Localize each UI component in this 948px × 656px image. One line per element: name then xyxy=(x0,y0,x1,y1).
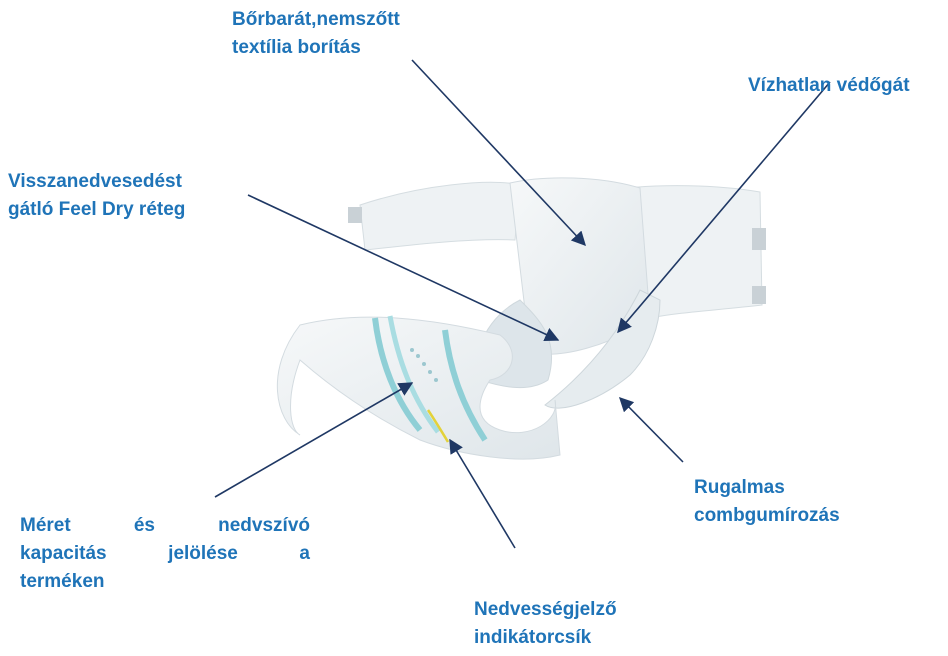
front-panel xyxy=(277,316,561,460)
teal-band-3 xyxy=(442,329,488,442)
pointer-arrows xyxy=(214,59,831,549)
tape-left xyxy=(348,207,362,223)
arrow-elastic xyxy=(618,396,684,463)
label-cover-line1: Bőrbarát,nemszőtt xyxy=(232,9,400,30)
label-feeldry-line1: Visszanedvesedést xyxy=(8,171,182,192)
label-size-line2: kapacitás jelölése a xyxy=(20,543,310,564)
label-feeldry-line2: gátló Feel Dry réteg xyxy=(8,199,186,220)
tape-right-top xyxy=(752,228,766,250)
label-indicator: Nedvességjelző indikátorcsík xyxy=(474,596,617,652)
tape-right-bottom xyxy=(752,286,766,304)
arrow-size xyxy=(214,382,414,498)
label-size: Méret és nedvszívó kapacitás jelölése a … xyxy=(20,512,310,596)
label-waterproof-line1: Vízhatlan védőgát xyxy=(748,75,910,96)
arrow-waterproof xyxy=(617,81,831,334)
size-marking xyxy=(410,348,438,382)
wetness-indicator-stripe xyxy=(426,409,450,443)
arrow-cover xyxy=(411,59,586,247)
label-feeldry: Visszanedvesedést gátló Feel Dry réteg xyxy=(8,168,185,224)
arrow-indicator xyxy=(449,438,516,549)
label-cover-line2: textília borítás xyxy=(232,37,361,58)
label-elastic-line1: Rugalmas xyxy=(694,477,785,498)
diaper-illustration xyxy=(277,177,766,460)
label-cover: Bőrbarát,nemszőtt textília borítás xyxy=(232,6,400,62)
label-size-line1: Méret és nedvszívó xyxy=(20,515,310,536)
teal-band-1 xyxy=(372,317,423,432)
label-size-line3: terméken xyxy=(20,571,105,592)
back-wing-left xyxy=(359,181,521,251)
label-indicator-line2: indikátorcsík xyxy=(474,627,592,648)
label-elastic-line2: combgumírozás xyxy=(694,505,840,526)
label-waterproof: Vízhatlan védőgát xyxy=(748,72,910,100)
arrow-feeldry xyxy=(247,194,560,342)
teal-band-2 xyxy=(387,315,440,434)
label-elastic: Rugalmas combgumírozás xyxy=(694,474,840,530)
label-indicator-line1: Nedvességjelző xyxy=(474,599,617,620)
